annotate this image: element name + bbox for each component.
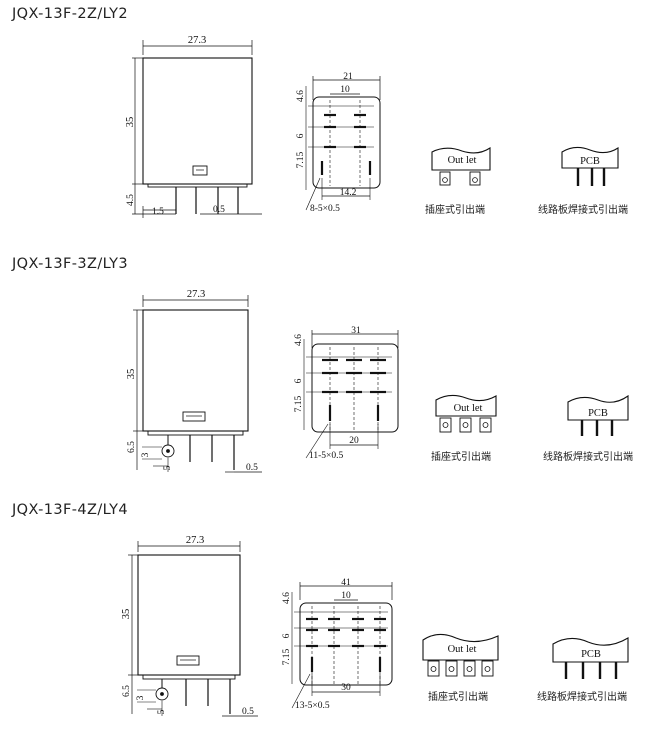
ly3-left-offset: 5 xyxy=(163,465,173,470)
ly2-pitch-x: 10 xyxy=(340,85,350,95)
ly4-pitch-x: 10 xyxy=(341,591,351,601)
ly2-pin-count: 8-5×0.5 xyxy=(310,204,340,214)
ly2-pin-layout: 21 10 4.6 6 7.15 14.2 8-5×0.5 xyxy=(296,72,381,214)
ly2-pin-width: 0.5 xyxy=(213,205,225,215)
ly4-pcb-caption: 线路板焊接式引出端 xyxy=(537,690,627,703)
ly2-row-pitch: 6 xyxy=(296,133,306,138)
ly2-pcb-label: PCB xyxy=(580,156,600,167)
ly3-side-height: 35 xyxy=(126,369,137,380)
ly4-top-dim: 4.6 xyxy=(282,592,292,604)
ly4-side-width: 27.3 xyxy=(186,535,204,546)
ly2-side-width: 27.3 xyxy=(188,35,206,46)
ly4-pin-layout: 41 10 4.6 6 7.15 30 13-5×0.5 xyxy=(282,578,393,711)
ly3-pcb-caption: 线路板焊接式引出端 xyxy=(543,450,633,463)
ly4-row-gap: 7.15 xyxy=(282,648,292,665)
ly4-pin-width: 0.5 xyxy=(242,707,254,717)
ly3-v-small: 3 xyxy=(141,452,151,457)
ly2-pcb-icon: PCB xyxy=(561,146,619,186)
ly2-row-gap: 7.15 xyxy=(296,151,306,168)
ly4-pcb-label: PCB xyxy=(581,649,601,660)
ly2-pcb-caption: 线路板焊接式引出端 xyxy=(538,203,628,216)
ly3-pin-width-dim: 31 xyxy=(351,326,361,336)
ly3-side-view: 27.3 35 6.5 3 5 0.5 xyxy=(126,289,262,473)
ly2-left-offset: 1.5 xyxy=(152,207,164,217)
ly2-top-dim: 4.6 xyxy=(296,90,306,102)
ly3-socket-caption: 插座式引出端 xyxy=(431,450,491,463)
ly2-side-view: 27.3 35 4.5 1.5 0.5 xyxy=(125,35,262,218)
ly3-pin-width: 0.5 xyxy=(246,463,258,473)
ly3-row-gap: 7.15 xyxy=(294,395,304,412)
ly4-outlet-icon: Out let xyxy=(422,633,499,677)
ly4-left-offset: 5 xyxy=(157,709,167,714)
ly3-outlet-label: Out let xyxy=(454,403,483,414)
ly4-pin-length: 6.5 xyxy=(122,685,132,697)
ly3-top-dim: 4.6 xyxy=(294,334,304,346)
ly2-outlet-label: Out let xyxy=(448,155,477,166)
ly4-bottom-dim: 30 xyxy=(341,683,351,693)
ly4-v-small: 3 xyxy=(136,695,146,700)
ly2-socket-caption: 插座式引出端 xyxy=(425,203,485,216)
ly2-side-height: 35 xyxy=(125,117,136,128)
ly4-pin-count: 13-5×0.5 xyxy=(295,701,330,711)
ly4-row-pitch: 6 xyxy=(282,633,292,638)
ly3-pin-count: 11-5×0.5 xyxy=(309,451,344,461)
ly3-outlet-icon: Out let xyxy=(435,394,497,433)
ly3-bottom-dim: 20 xyxy=(349,436,359,446)
ly2-bottom-dim: 14.2 xyxy=(340,188,357,198)
ly4-side-height: 35 xyxy=(121,609,132,620)
section-title-ly4: JQX-13F-4Z/LY4 xyxy=(12,502,129,518)
section-title-ly3: JQX-13F-3Z/LY3 xyxy=(12,256,129,272)
ly2-pin-width-dim: 21 xyxy=(343,72,353,82)
section-title-ly2: JQX-13F-2Z/LY2 xyxy=(12,6,129,22)
ly3-pcb-icon: PCB xyxy=(567,394,629,436)
ly3-side-width: 27.3 xyxy=(187,289,205,300)
ly4-pin-width-dim: 41 xyxy=(341,578,351,588)
ly2-outlet-icon: Out let xyxy=(431,146,491,186)
ly3-pin-layout: 31 4.6 6 7.15 20 11-5×0.5 xyxy=(294,326,399,461)
ly3-pin-length: 6.5 xyxy=(127,441,137,453)
ly4-socket-caption: 插座式引出端 xyxy=(428,690,488,703)
ly4-side-view: 27.3 35 6.5 3 5 0.5 xyxy=(121,535,258,717)
ly3-row-pitch: 6 xyxy=(294,378,304,383)
ly2-pin-length: 4.5 xyxy=(126,194,136,206)
ly3-pcb-label: PCB xyxy=(588,408,608,419)
ly4-pcb-icon: PCB xyxy=(552,637,629,679)
ly4-outlet-label: Out let xyxy=(448,644,477,655)
